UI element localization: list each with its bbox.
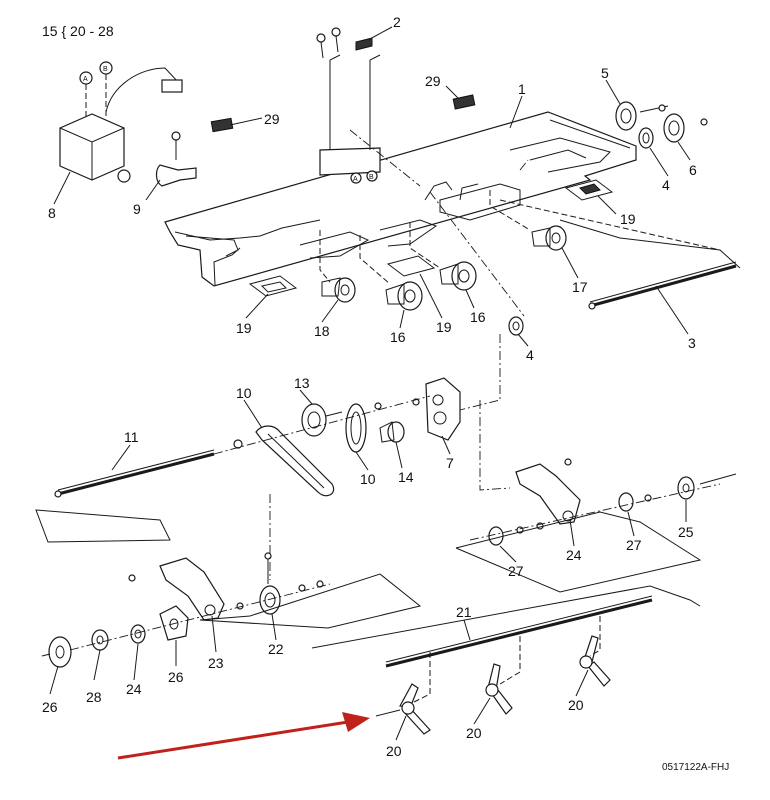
callout-29-left: 29 (264, 111, 280, 127)
flapper-part-20-left (375, 683, 431, 735)
callout-16-right: 16 (470, 309, 486, 325)
callout-28: 28 (86, 689, 102, 705)
bracket-part-9 (155, 131, 197, 187)
shaft-part-12 (54, 439, 243, 498)
leader-lines (49, 26, 691, 741)
clutch-part-18 (321, 277, 356, 303)
callout-6: 6 (689, 162, 697, 178)
callout-14: 14 (398, 469, 414, 485)
callout-4-upper: 4 (662, 177, 670, 193)
callout-25: 26 (168, 669, 184, 685)
callout-20-center: 20 (466, 725, 482, 741)
pad-part-19-right (564, 179, 614, 201)
gear-part-5 (615, 101, 669, 131)
pulley-part-13 (301, 403, 343, 437)
clutch-part-16-right (439, 261, 477, 291)
callout-23-right: 24 (566, 547, 582, 563)
cam-part-25 (159, 605, 189, 641)
callout-11: 10 (236, 385, 252, 401)
pointer-arrow (117, 712, 370, 760)
shaft-part-21 (311, 585, 701, 668)
figure-reference: 15 { 20 - 28 (42, 23, 114, 39)
collar-part-24-right (677, 473, 737, 500)
callout-1: 1 (518, 81, 526, 97)
bracket-part-23-left (128, 557, 225, 621)
clutch-part-17 (531, 225, 567, 251)
callout-27-right: 27 (626, 537, 642, 553)
callout-17: 17 (572, 279, 588, 295)
callout-2: 2 (393, 14, 401, 30)
bracket-part-23-right (515, 458, 581, 525)
callout-19-right: 19 (620, 211, 636, 227)
collar-part-27-right (618, 492, 652, 512)
bushing-part-4-lower (508, 316, 524, 336)
callout-9: 9 (133, 201, 141, 217)
callout-24-left: 24 (126, 681, 142, 697)
pad-part-19-center (386, 255, 436, 277)
solenoid-mark-b: B (103, 66, 108, 73)
callout-26: 26 (42, 699, 58, 715)
callout-16-left: 16 (390, 329, 406, 345)
shaft-part-3 (499, 199, 741, 310)
callout-21: 21 (456, 604, 472, 620)
callout-23-left: 23 (208, 655, 224, 671)
ring-part-10 (345, 403, 367, 453)
collar-part-27-left (488, 522, 544, 546)
callout-19-center: 19 (436, 319, 452, 335)
solenoid-mark-a: A (83, 76, 88, 83)
gear-part-26 (41, 636, 72, 668)
callout-22: 22 (268, 641, 284, 657)
bracket-part-7 (425, 377, 461, 441)
belt-part-11 (255, 425, 335, 497)
flapper-part-20-center (485, 663, 513, 715)
callout-labels: 2 1 29 29 5 6 4 8 9 19 17 3 19 18 16 19 … (42, 14, 697, 759)
bushing-part-4-upper (638, 127, 654, 149)
solenoid-part-8: A B (59, 61, 183, 183)
pulley-part-22 (236, 552, 324, 615)
callout-20-left: 20 (386, 743, 402, 759)
callout-4-lower: 4 (526, 347, 534, 363)
flapper-part-20-right (579, 635, 611, 687)
callout-27-left: 27 (508, 563, 524, 579)
connector-mark-a: A (353, 176, 358, 183)
collar-part-24-left (130, 624, 146, 644)
callout-29-upper-right: 29 (425, 73, 441, 89)
clutch-part-16-left (385, 281, 423, 311)
figure-code: 0517122A-FHJ (662, 762, 729, 773)
washer-part-28 (91, 629, 109, 651)
callout-18: 18 (314, 323, 330, 339)
main-frame-part-1 (164, 94, 637, 287)
callout-19-left: 19 (236, 320, 252, 336)
callout-13: 13 (294, 375, 310, 391)
callout-10: 10 (360, 471, 376, 487)
pad-part-19-left (248, 275, 298, 297)
callout-8: 8 (48, 205, 56, 221)
clutch-part-14 (379, 421, 405, 443)
gear-part-6 (663, 113, 708, 143)
callout-12: 11 (124, 429, 139, 445)
callout-20-right: 20 (568, 697, 584, 713)
callout-3: 3 (688, 335, 696, 351)
bracket-part-2: A B (316, 27, 381, 184)
callout-5: 5 (601, 65, 609, 81)
connector-mark-b: B (369, 174, 374, 181)
callout-7: 7 (446, 455, 454, 471)
callout-24-right: 25 (678, 524, 694, 540)
